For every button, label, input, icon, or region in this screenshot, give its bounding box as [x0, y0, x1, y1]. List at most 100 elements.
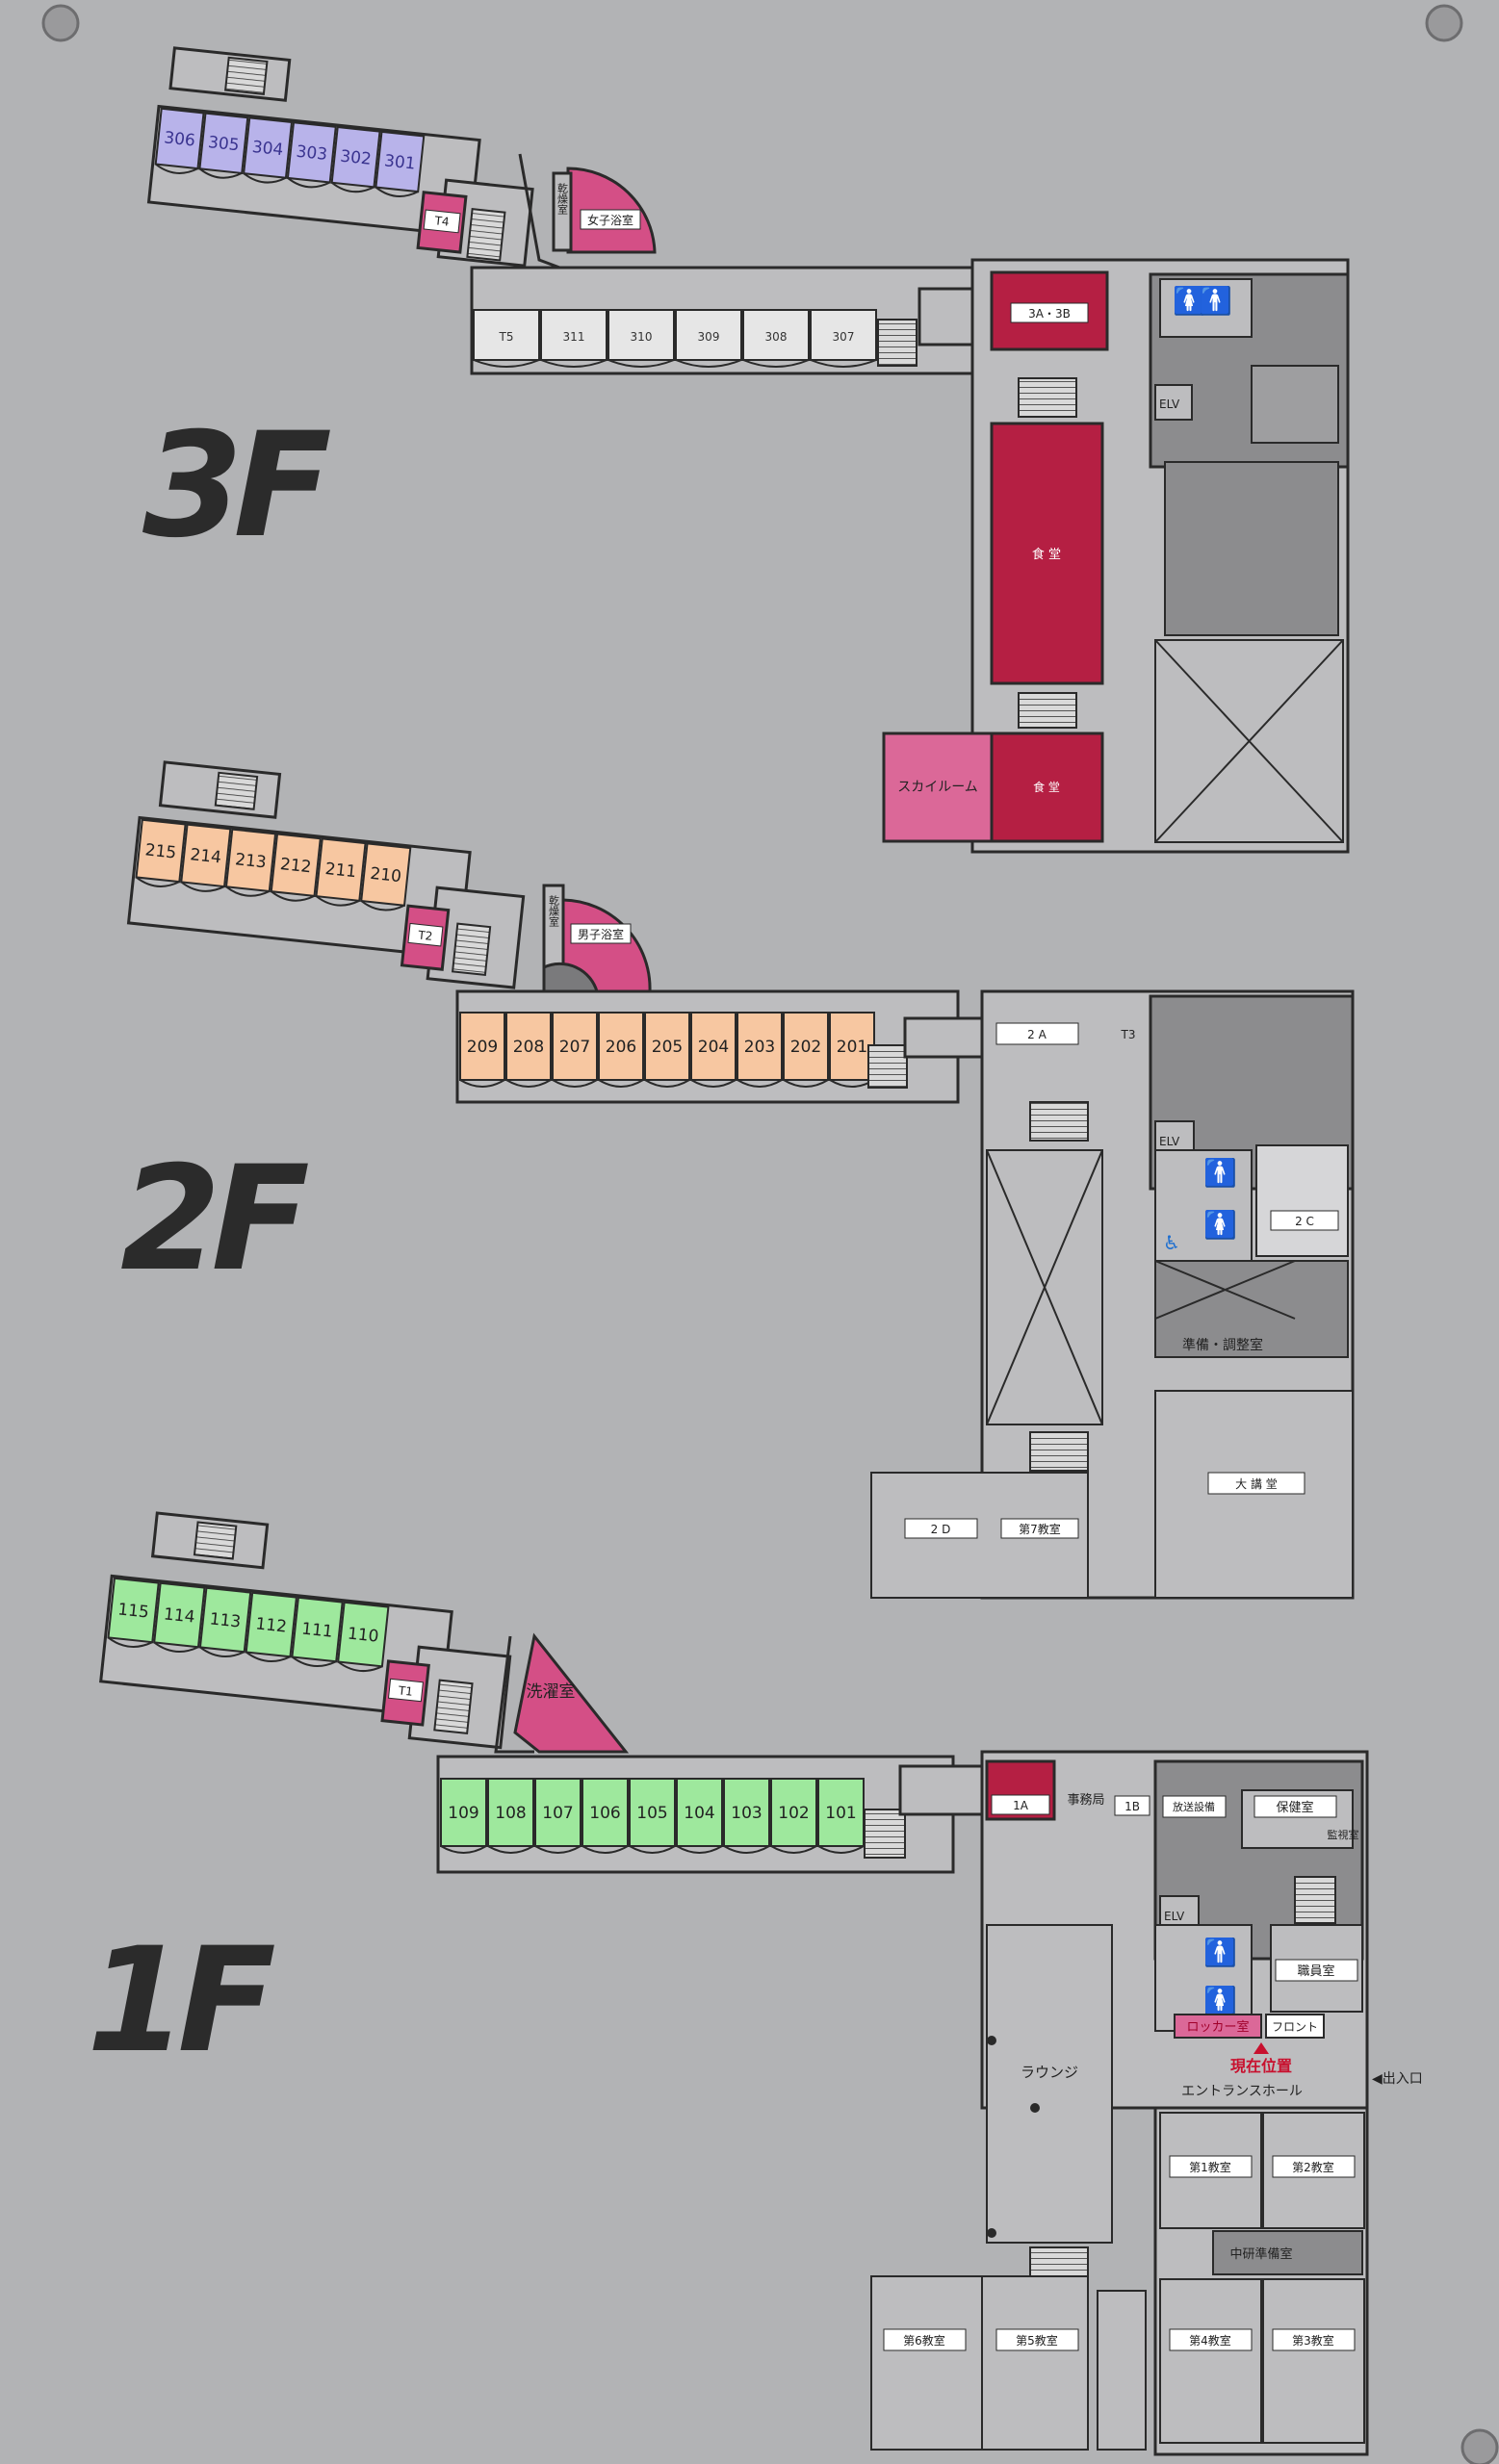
elevator-label: ELV	[1159, 398, 1180, 411]
room-number: T5	[499, 330, 514, 344]
room-label-dining-large: 食 堂	[1032, 547, 1061, 562]
entrance-label: ◀出入口	[1372, 2071, 1423, 2087]
guest-room	[270, 833, 322, 897]
guest-room	[644, 1012, 690, 1081]
guest-room	[629, 1778, 676, 1847]
screw	[1460, 2428, 1499, 2464]
floor-3-label: 3F	[142, 402, 340, 570]
room-number: 308	[765, 330, 788, 344]
stair	[193, 1521, 238, 1560]
room-window	[315, 895, 360, 907]
room-window	[180, 881, 225, 892]
quarter-gray	[542, 962, 600, 993]
guest-room	[737, 1012, 783, 1081]
room-number: 105	[636, 1804, 667, 1823]
room-number: 110	[347, 1624, 379, 1646]
current-location-marker	[1253, 2042, 1269, 2054]
floor-1-label: 1F	[87, 1917, 284, 2085]
room-number: 214	[189, 845, 221, 867]
room-label-entrance-hall: エントランスホール	[1181, 2084, 1303, 2099]
room-label-T1: T1	[397, 1683, 413, 1699]
guest-room	[675, 309, 742, 361]
room-window	[473, 359, 540, 368]
room-window	[225, 886, 271, 897]
room-window	[337, 1660, 383, 1673]
svg-text:1F: 1F	[87, 1917, 274, 2085]
current-location-label: 現在位置	[1230, 2057, 1292, 2075]
room-window	[552, 1079, 598, 1088]
room-number: 302	[339, 147, 372, 169]
guest-room	[360, 842, 412, 907]
room-label-auditorium: 大 講 堂	[1235, 1476, 1278, 1491]
room-number: 106	[589, 1804, 620, 1823]
room-window	[690, 1079, 737, 1088]
accessible-icon: ♿	[1163, 1231, 1180, 1254]
room-window	[440, 1845, 487, 1854]
screw	[1425, 4, 1463, 42]
room-number: 113	[209, 1609, 242, 1631]
room-skyroom	[882, 732, 994, 843]
stair	[1018, 692, 1077, 729]
room-label-drying-2f: 乾燥室	[548, 895, 560, 927]
room-number: 307	[833, 330, 855, 344]
room-window	[198, 167, 243, 179]
room-label-ladies-bath: 女子浴室	[587, 213, 633, 227]
room-label-prep: 準備・調整室	[1182, 1337, 1263, 1353]
screw	[41, 4, 80, 42]
label-plate	[1169, 2328, 1253, 2351]
guest-room	[180, 823, 232, 888]
guest-room	[817, 1778, 865, 1847]
room-number: 311	[563, 330, 585, 344]
room-label-classroom-5: 第5教室	[1016, 2333, 1058, 2348]
room-drying	[552, 171, 573, 252]
stair	[1029, 1431, 1089, 1472]
room-window	[737, 1079, 783, 1088]
stair	[214, 771, 259, 810]
floor-2-label: 2F	[120, 1136, 318, 1303]
label-plate	[991, 1794, 1050, 1815]
guest-room	[487, 1778, 534, 1847]
room-label-monitor: 監視室	[1328, 1828, 1359, 1841]
front-desk	[1265, 2014, 1325, 2039]
room-number: 101	[825, 1804, 856, 1823]
room-number: 102	[778, 1804, 809, 1823]
label-plate	[1272, 2155, 1356, 2178]
room-window	[629, 1845, 676, 1854]
elevator	[1154, 384, 1193, 421]
guest-room	[582, 1778, 629, 1847]
guest-room	[690, 1012, 737, 1081]
room-number: 103	[731, 1804, 762, 1823]
room-number: 210	[369, 864, 401, 886]
room-number: 206	[606, 1038, 636, 1057]
stair	[466, 208, 506, 262]
stair	[1294, 1876, 1336, 1924]
guest-room	[375, 130, 426, 193]
room-number: 107	[542, 1804, 573, 1823]
room-label-classroom-1: 第1教室	[1189, 2160, 1231, 2174]
room-label-broadcast: 放送設備	[1173, 1800, 1215, 1813]
label-plate	[580, 209, 641, 230]
svg-text:2F: 2F	[120, 1136, 308, 1303]
room-dining-small	[990, 732, 1104, 843]
room-label-dining-small: 食 堂	[1033, 780, 1060, 794]
elevator-label: ELV	[1159, 1135, 1180, 1148]
room-window	[582, 1845, 629, 1854]
guest-room	[224, 828, 277, 893]
stair	[867, 1044, 908, 1089]
room-number: 114	[163, 1604, 195, 1627]
room-lounge	[986, 1924, 1113, 2244]
room-label-lounge: ラウンジ	[1021, 2064, 1078, 2081]
guest-room	[810, 309, 877, 361]
stair	[1029, 1101, 1089, 1142]
room-label-front: フロント	[1272, 2020, 1318, 2034]
room-number: 306	[163, 128, 195, 150]
guest-room	[337, 1601, 390, 1668]
label-plate	[883, 2328, 967, 2351]
room-number: 109	[448, 1804, 478, 1823]
room-number: 309	[698, 330, 720, 344]
guest-room	[243, 116, 294, 179]
room-number: 303	[296, 142, 328, 165]
